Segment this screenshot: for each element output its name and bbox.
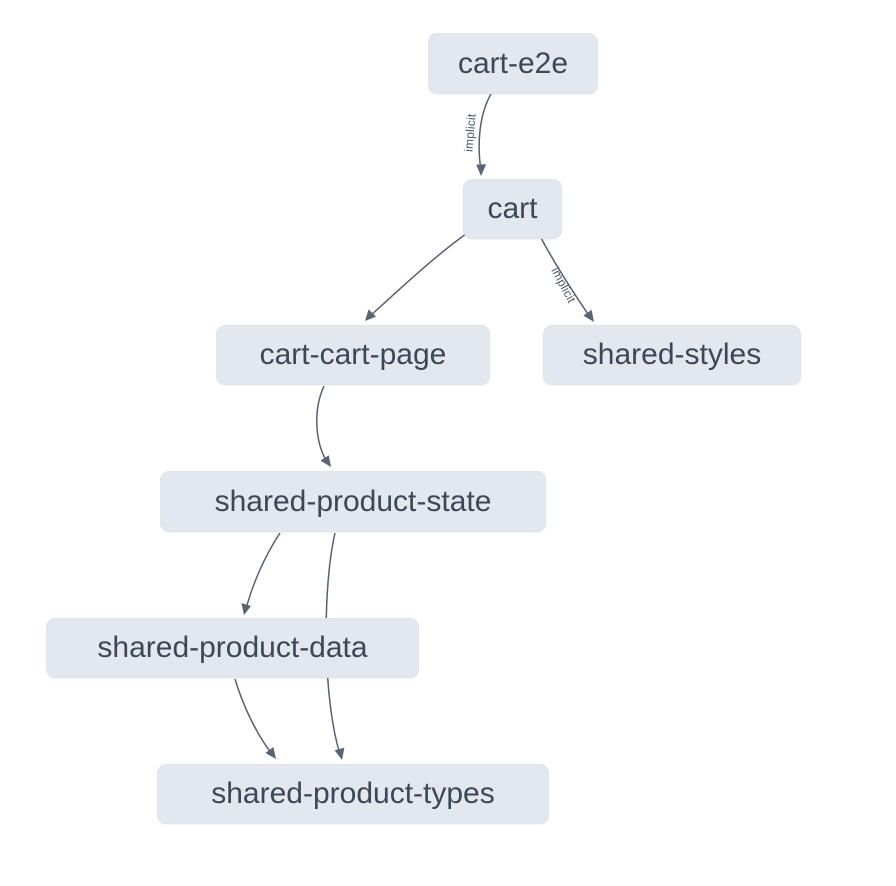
edge-arrowhead-icon xyxy=(320,455,331,467)
graph-node-label: shared-styles xyxy=(582,338,762,371)
graph-node-cart-e2e[interactable]: cart-e2e xyxy=(428,33,598,94)
graph-edge-cart__cart-cart-page[interactable] xyxy=(365,233,467,321)
edge-arrowhead-icon xyxy=(241,603,251,615)
graph-edge-cart-cart-page__shared-product-state[interactable] xyxy=(316,385,331,467)
edge-line xyxy=(234,678,273,755)
graph-edge-cart__shared-styles[interactable]: implicit xyxy=(540,237,594,322)
graph-node-shared-product-state[interactable]: shared-product-state xyxy=(160,471,546,532)
edge-arrowhead-icon xyxy=(334,747,345,760)
graph-node-shared-styles[interactable]: shared-styles xyxy=(543,325,801,385)
graph-edge-shared-product-data__shared-product-types[interactable] xyxy=(234,678,276,759)
edge-label: implicit xyxy=(548,265,579,306)
graph-edge-shared-product-state__shared-product-data[interactable] xyxy=(241,532,281,615)
edge-line xyxy=(478,93,492,171)
edge-line xyxy=(369,233,467,317)
edge-arrowhead-icon xyxy=(365,309,376,321)
graph-node-label: shared-product-data xyxy=(97,631,368,664)
edge-line xyxy=(245,532,281,610)
graph-node-label: cart-e2e xyxy=(457,46,569,80)
graph-node-label: cart-cart-page xyxy=(259,338,447,371)
graph-node-cart-cart-page[interactable]: cart-cart-page xyxy=(216,325,490,385)
edge-arrowhead-icon xyxy=(476,164,487,176)
graph-node-label: cart xyxy=(487,192,538,225)
graph-node-cart[interactable]: cart xyxy=(463,179,562,239)
edge-label: implicit xyxy=(461,113,478,153)
graph-node-shared-product-types[interactable]: shared-product-types xyxy=(157,764,549,824)
graph-edge-cart-e2e__cart[interactable]: implicit xyxy=(461,93,492,176)
graph-node-shared-product-data[interactable]: shared-product-data xyxy=(46,618,419,678)
edge-line xyxy=(316,385,328,463)
edge-arrowhead-icon xyxy=(583,309,594,322)
edge-arrowhead-icon xyxy=(265,747,276,759)
edge-line xyxy=(540,237,591,318)
graph-node-label: shared-product-state xyxy=(214,484,492,518)
graph-node-label: shared-product-types xyxy=(211,777,495,810)
